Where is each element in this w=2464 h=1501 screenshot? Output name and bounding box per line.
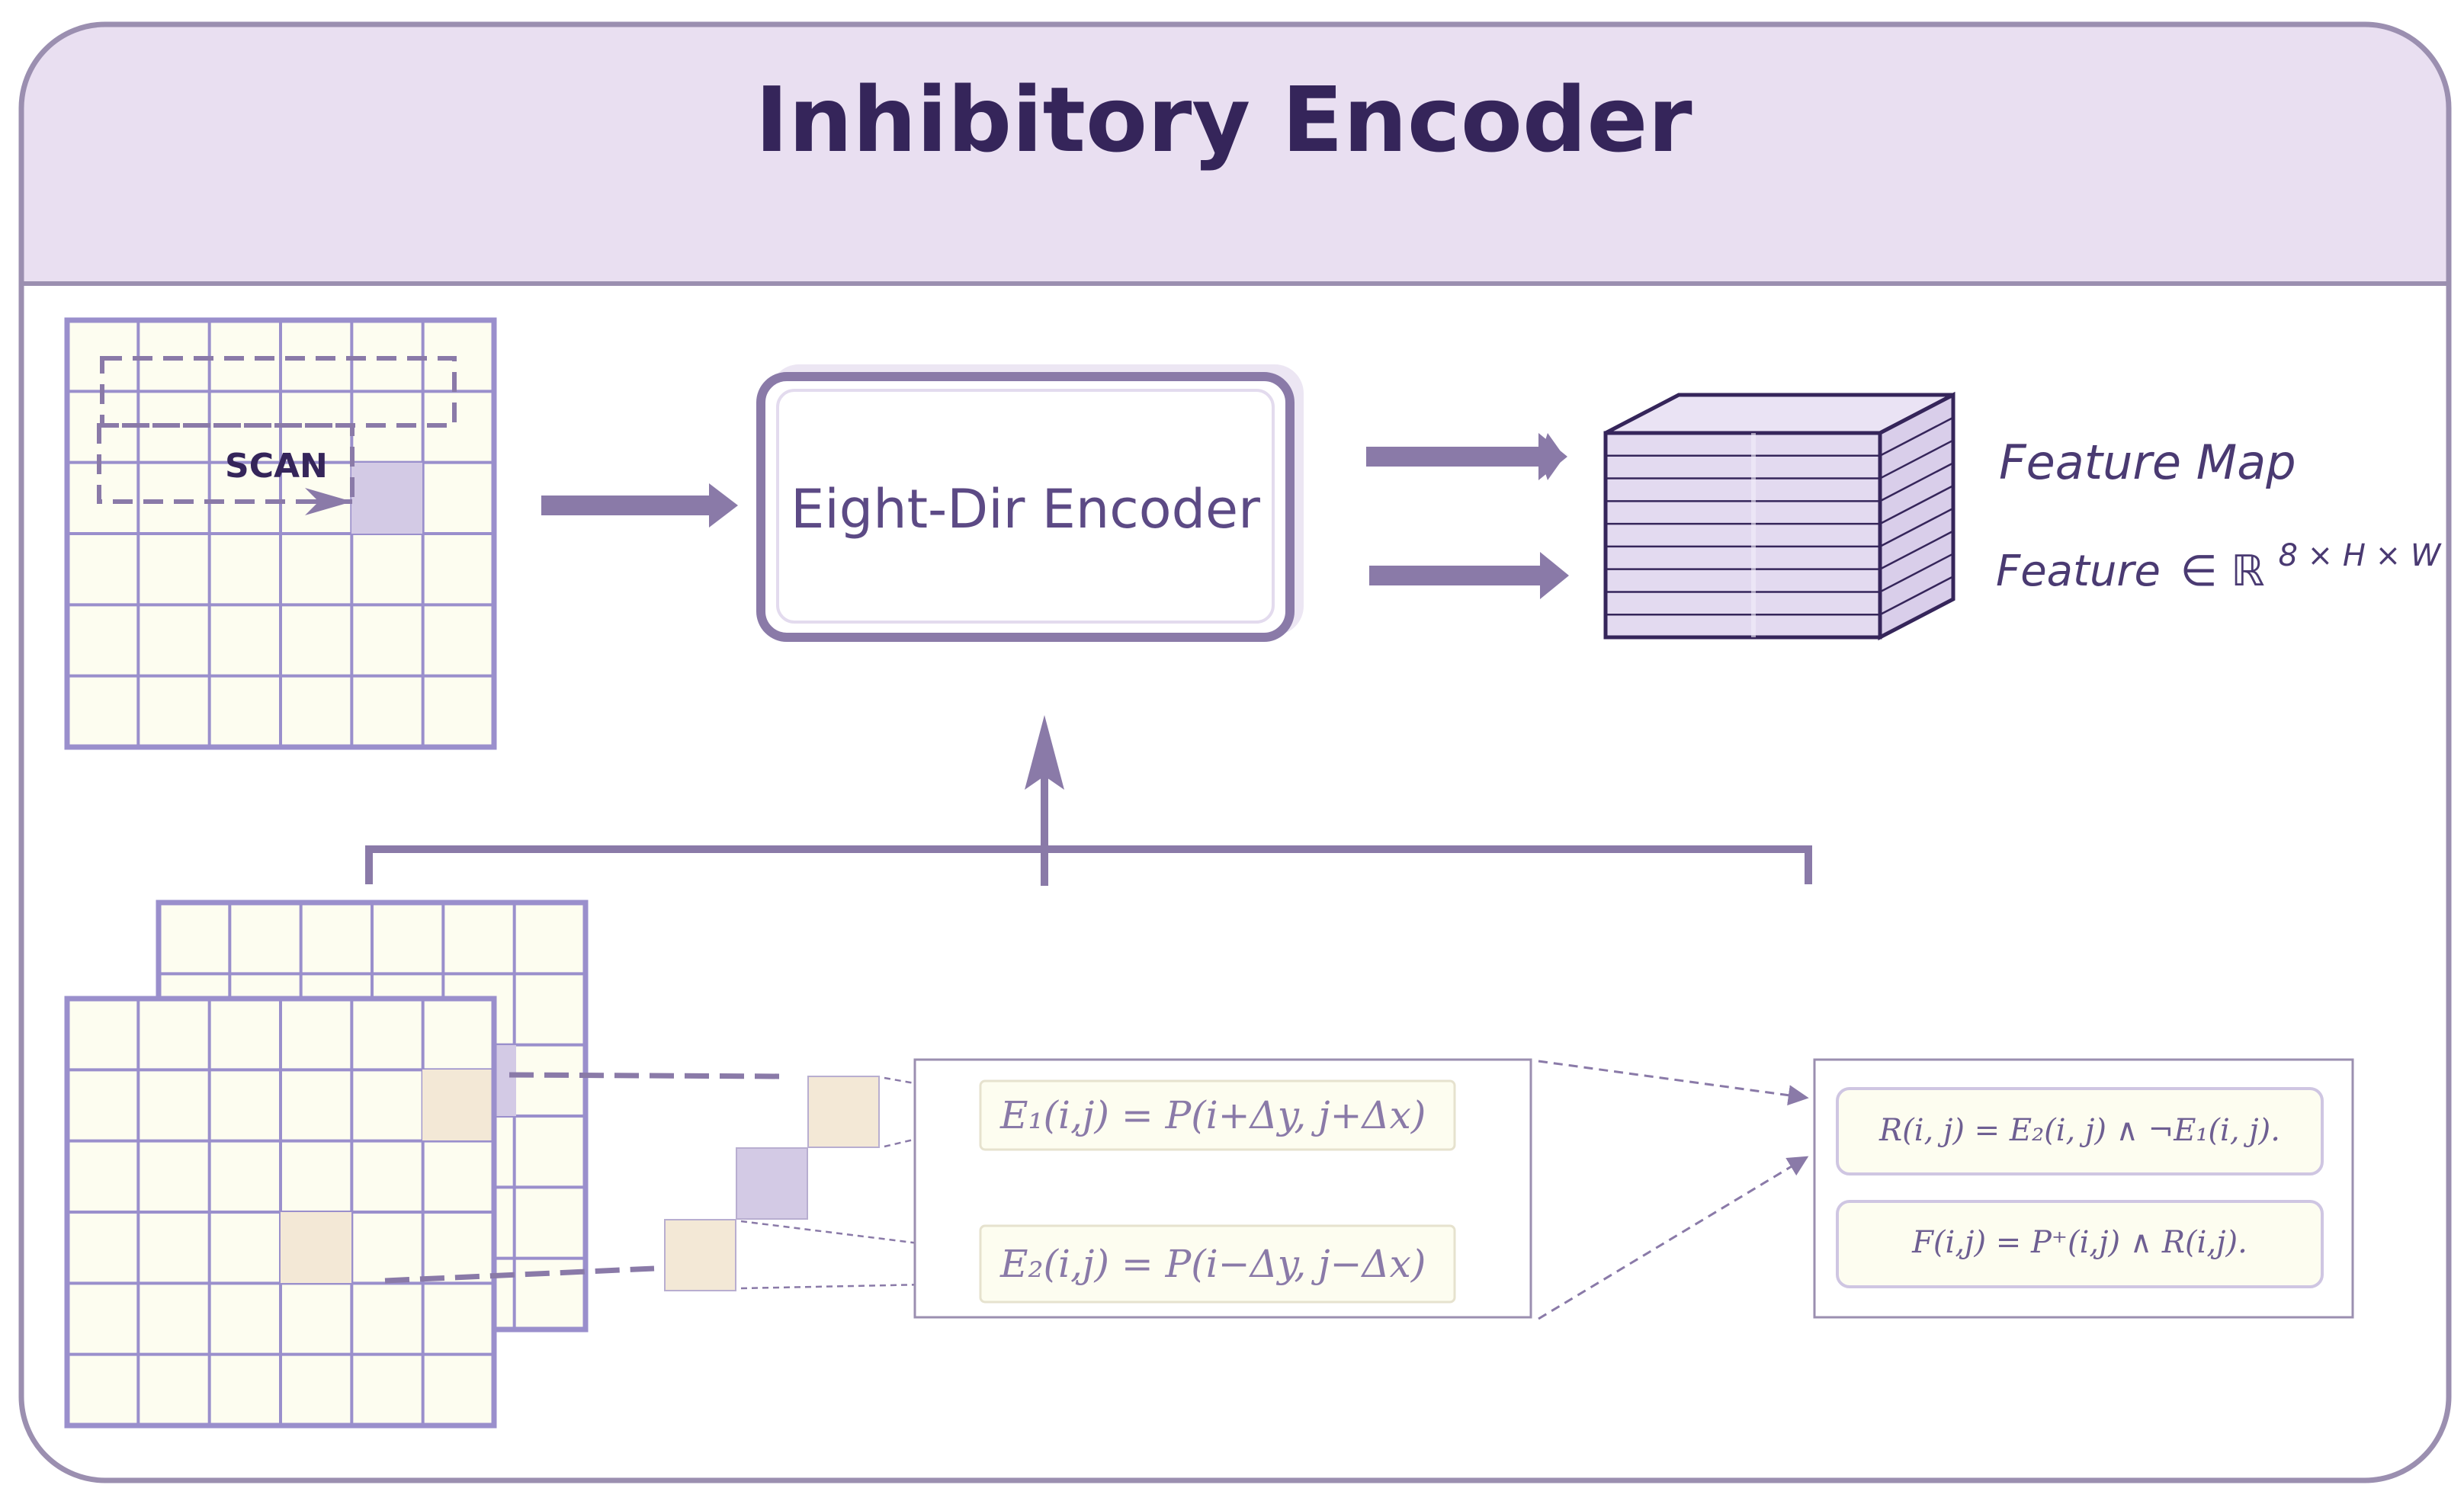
scan-grid: SCAN	[64, 317, 497, 750]
highlight-cell-beige	[281, 1212, 351, 1283]
feature-map-label: Feature Map	[1999, 435, 2296, 490]
equation-r: R(i, j) = E₂(i, j) ∧ ¬E₁(i, j).	[1878, 1113, 2280, 1148]
equation-e2: E₂(i,j) = P(i−Δy, j−Δx)	[999, 1242, 1426, 1286]
direction-cell-upper	[807, 1076, 880, 1148]
equation-e1: E₁(i,j) = P(i+Δy, j+Δx)	[999, 1093, 1426, 1137]
feature-dim-symbol: ∈ ℝ	[2180, 547, 2265, 596]
front-grid	[64, 996, 497, 1429]
encoder-label: Eight-Dir Encoder	[791, 478, 1260, 540]
direction-cell-lower	[664, 1219, 736, 1291]
header-band	[21, 24, 2449, 284]
feature-dimension-label: Feature ∈ ℝ 8 × H × W	[1996, 538, 2442, 596]
highlight-cell-beige	[422, 1070, 493, 1140]
eight-dir-encoder-box	[756, 364, 1304, 642]
up-arrow-icon	[1025, 715, 1064, 790]
direction-cell-center	[736, 1147, 808, 1220]
cube-layer-line	[1879, 439, 1954, 479]
page-title: Inhibitory Encoder	[755, 67, 1692, 172]
feature-dim-prefix: Feature	[1996, 547, 2161, 596]
direction-equations-panel	[913, 1058, 1532, 1319]
right-arrow-icon	[1366, 433, 1567, 480]
cube-layer-line	[1879, 485, 1954, 525]
feature-dim-superscript: 8 × H × W	[2278, 538, 2441, 573]
equation-f: F(i,j) = P⁺(i,j) ∧ R(i,j).	[1911, 1225, 2247, 1260]
cube-layer-line	[1879, 530, 1954, 570]
scan-path-middle	[97, 423, 355, 504]
cube-layer-line	[1879, 507, 1954, 547]
right-arrow-icon	[541, 483, 738, 528]
cube-layer-line	[1879, 553, 1954, 593]
scan-target-cell	[351, 463, 422, 534]
scan-path-top	[100, 356, 457, 428]
right-arrow-icon	[1369, 552, 1569, 599]
cube-layer-line	[1879, 576, 1954, 616]
bracket-connector	[365, 770, 1812, 886]
inhibition-equations-panel	[1813, 1058, 2354, 1319]
cube-layer-line	[1879, 462, 1954, 502]
feature-map-cube	[1603, 391, 1955, 641]
scan-label: SCAN	[225, 447, 328, 486]
cube-layer-line	[1879, 416, 1954, 457]
